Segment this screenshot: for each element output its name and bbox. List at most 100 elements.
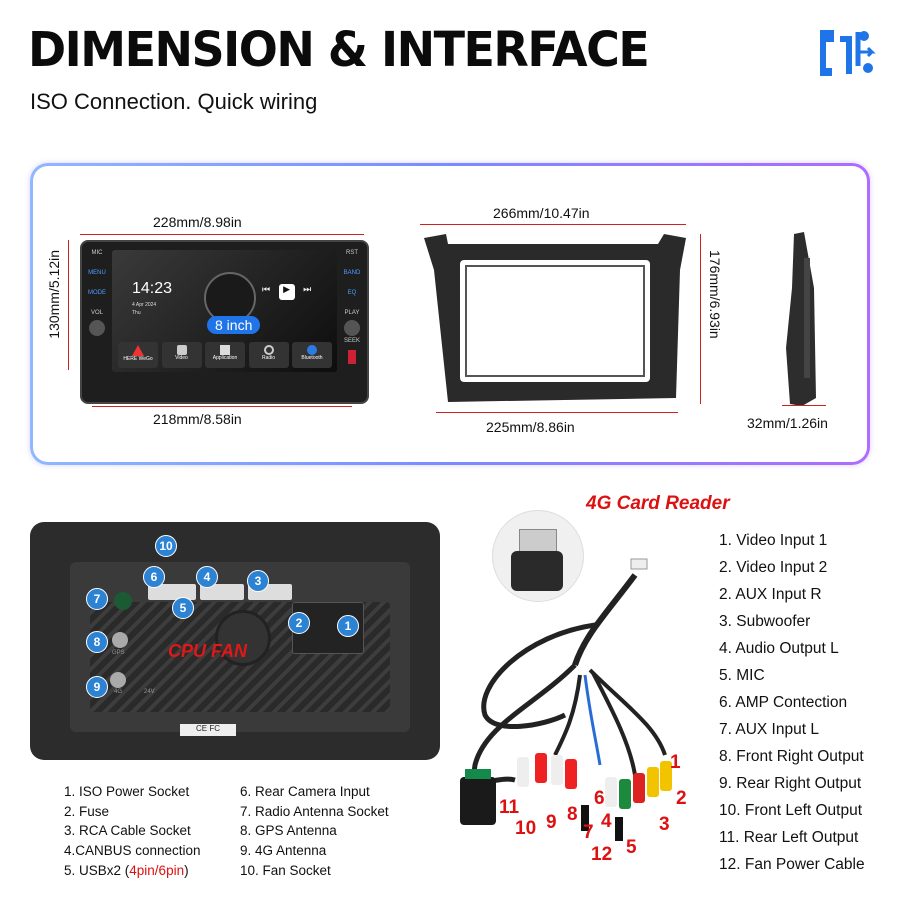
usb-prefix: 5. USBx2 ( — [64, 862, 130, 878]
wire-number-11: 11 — [499, 797, 520, 818]
connector-block — [200, 584, 244, 600]
wire-number-7: 7 — [583, 822, 594, 843]
4g-port — [110, 672, 126, 688]
callout-10: 10 — [155, 535, 177, 557]
certification-label: CE FC — [180, 724, 236, 736]
vol-knob-label: VOL — [90, 310, 103, 316]
app-label: Radio — [261, 355, 276, 361]
menu-button[interactable]: MENU — [88, 270, 106, 276]
date-text: 4 Apr 2024 — [132, 302, 157, 308]
wire-number-2: 2 — [676, 788, 687, 809]
play-icon[interactable]: ▶ — [278, 284, 295, 300]
sim-slot — [519, 529, 557, 553]
card-reader-title: 4G Card Reader — [586, 493, 730, 514]
next-icon[interactable]: ⏭ — [303, 284, 312, 294]
app-label: HERE WeGo — [123, 356, 153, 362]
callout-5: 5 — [172, 597, 194, 619]
callout-1: 1 — [337, 615, 359, 637]
side-profile — [786, 232, 816, 406]
size-badge: 8 inch — [207, 316, 261, 334]
page-subtitle: ISO Connection. Quick wiring — [30, 89, 318, 114]
wire-number-9: 9 — [546, 812, 557, 833]
unit-width-bottom-label: 218mm/8.58in — [153, 411, 242, 427]
callout-7: 7 — [86, 588, 108, 610]
dim-line — [92, 406, 352, 407]
list-item: 9. Rear Right Output — [719, 775, 862, 792]
list-item: 7. AUX Input L — [719, 721, 819, 738]
mic-label: MIC — [91, 250, 103, 256]
4g-port-label: 4G — [114, 689, 123, 695]
dim-line — [68, 240, 69, 370]
fan-icon — [215, 610, 271, 666]
vol-knob[interactable] — [89, 320, 105, 336]
wire-number-6: 6 — [594, 788, 605, 809]
app-bluetooth[interactable]: Bluetooth — [292, 342, 332, 368]
bluetooth-icon — [307, 345, 317, 355]
usb-port — [348, 350, 356, 364]
day-text: Thu — [132, 310, 141, 316]
back-panel: GPS 4G 24V CE FC — [30, 522, 440, 760]
page-title: DIMENSION & INTERFACE — [28, 20, 650, 78]
gps-port — [112, 632, 128, 648]
frame-width-bottom-label: 225mm/8.86in — [486, 419, 575, 435]
seek-knob[interactable] — [344, 320, 360, 336]
list-item: 6. Rear Camera Input — [240, 784, 370, 799]
app-radio[interactable]: Radio — [248, 342, 289, 368]
list-item: 4. Audio Output L — [719, 640, 839, 657]
list-item: 12. Fan Power Cable — [719, 856, 865, 873]
wire-number-4: 4 — [601, 811, 612, 832]
callout-6: 6 — [143, 566, 165, 588]
dim-line — [436, 412, 678, 413]
usb-highlight: 4pin/6pin — [129, 862, 185, 878]
brand-logo-icon — [820, 30, 876, 76]
app-application[interactable]: Application — [205, 342, 245, 368]
list-item: 1. Video Input 1 — [719, 532, 828, 549]
list-item: 3. RCA Cable Socket — [64, 823, 191, 839]
app-label: Video — [175, 355, 188, 361]
wire-number-3: 3 — [659, 814, 670, 835]
video-icon — [176, 345, 187, 355]
wire-number-1: 1 — [670, 752, 681, 773]
wire-number-5: 5 — [626, 837, 637, 858]
wire-number-10: 10 — [515, 818, 537, 839]
interface-list-col2: 6. Rear Camera Input 7. Radio Antenna So… — [240, 782, 389, 881]
wire-function-list: 1. Video Input 1 2. Video Input 2 2. AUX… — [719, 527, 865, 878]
grid-icon — [220, 345, 230, 355]
speedometer-icon — [204, 272, 256, 324]
list-item: 8. GPS Antenna — [240, 823, 337, 839]
app-here-wego[interactable]: HERE WeGo — [118, 342, 158, 368]
wire-number-12: 12 — [591, 844, 613, 865]
wire-number-8: 8 — [567, 804, 578, 825]
callout-2: 2 — [288, 612, 310, 634]
prev-icon[interactable]: ⏮ — [262, 284, 271, 294]
cpu-fan-label: CPU FAN — [168, 641, 248, 661]
radio-icon — [263, 345, 274, 355]
unit-width-top-label: 228mm/8.98in — [153, 214, 242, 230]
interface-list-col1: 1. ISO Power Socket 2. Fuse 3. RCA Cable… — [64, 782, 201, 881]
navigation-icon — [132, 345, 144, 356]
list-item: 2. Video Input 2 — [719, 559, 828, 576]
head-unit-front: MIC MENU MODE VOL RST BAND EQ PLAY SEEK … — [80, 240, 369, 404]
wiring-harness — [460, 558, 672, 841]
list-item: 1. ISO Power Socket — [64, 784, 190, 799]
list-item: 8. Front Right Output — [719, 748, 864, 765]
callout-8: 8 — [86, 631, 108, 653]
band-button[interactable]: BAND — [343, 270, 361, 276]
eq-button[interactable]: EQ — [347, 290, 357, 296]
usb-suffix: ) — [184, 862, 189, 878]
list-item-usb: 5. USBx2 (4pin/6pin) — [64, 861, 201, 881]
list-item: 2. AUX Input R — [719, 586, 822, 603]
list-item: 10. Fan Socket — [240, 862, 331, 878]
app-label: Application — [212, 355, 238, 361]
app-video[interactable]: Video — [161, 342, 202, 368]
rst-label: RST — [346, 250, 358, 256]
mode-button[interactable]: MODE — [88, 290, 106, 296]
callout-4: 4 — [196, 566, 218, 588]
callout-9: 9 — [86, 676, 108, 698]
frame-width-top-label: 266mm/10.47in — [493, 205, 590, 221]
seek-label: SEEK — [343, 338, 360, 344]
list-item: 11. Rear Left Output — [719, 829, 859, 846]
connector-block — [148, 584, 196, 600]
list-item: 2. Fuse — [64, 803, 110, 819]
list-item: 4.CANBUS connection — [64, 843, 201, 859]
